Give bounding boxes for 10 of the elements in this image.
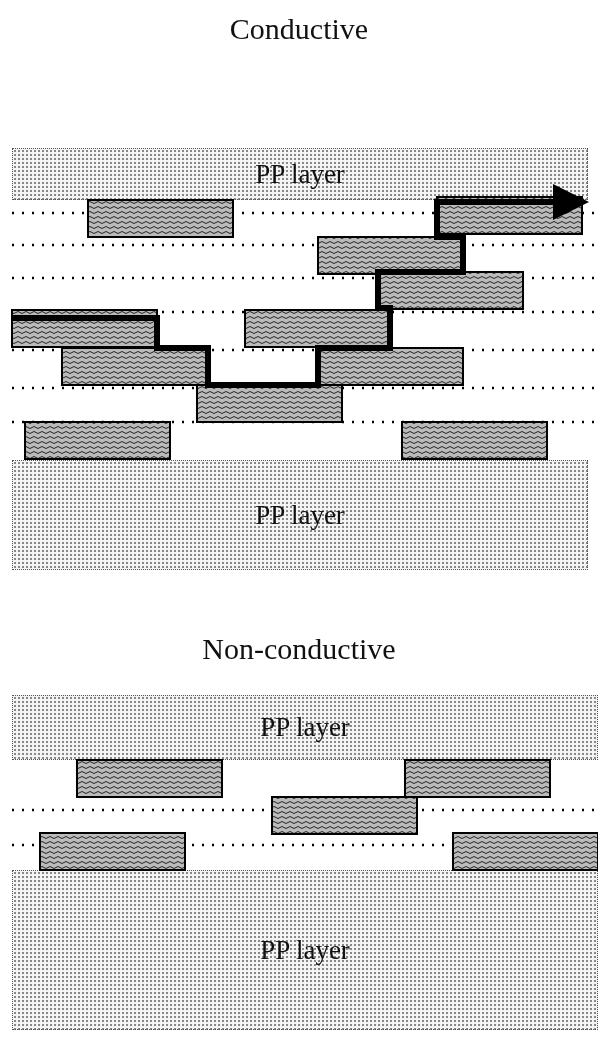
layer-label: PP layer xyxy=(260,934,350,966)
polymer-layer-band xyxy=(12,870,598,1030)
layer-label: PP layer xyxy=(255,499,345,531)
panel-heading: Non-conductive xyxy=(201,632,397,666)
polymer-layer-band xyxy=(12,460,588,570)
polymer-layer-band xyxy=(12,148,588,200)
layer-label: PP layer xyxy=(255,158,345,190)
polymer-layer-band xyxy=(12,695,598,760)
layer-label: PP layer xyxy=(260,712,350,743)
panel-heading: Conductive xyxy=(228,12,370,46)
